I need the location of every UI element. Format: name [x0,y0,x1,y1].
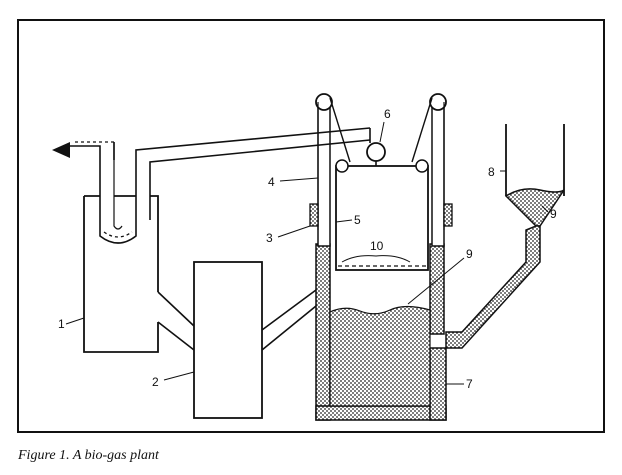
leader-lines [65,121,549,385]
label-4: 4 [268,175,275,189]
label-9-slurry: 9 [466,247,473,261]
label-2: 2 [152,375,159,389]
label-7: 7 [466,377,473,391]
gas-pipe [135,127,371,220]
label-10: 10 [370,239,384,253]
label-5: 5 [354,213,361,227]
figure-caption: Figure 1. A bio-gas plant [18,448,159,463]
gas-valve [366,142,386,166]
gas-holder-drum [335,159,429,271]
inlet-mixing-tank [157,261,317,419]
figure-frame [17,19,605,433]
slurry-hopper [445,124,565,349]
label-6: 6 [384,107,391,121]
label-1: 1 [58,317,65,331]
water-seal-vessel [52,141,159,353]
label-3: 3 [266,231,273,245]
guide-frame [309,93,453,247]
label-8: 8 [488,165,495,179]
label-9-hopper: 9 [550,207,557,221]
